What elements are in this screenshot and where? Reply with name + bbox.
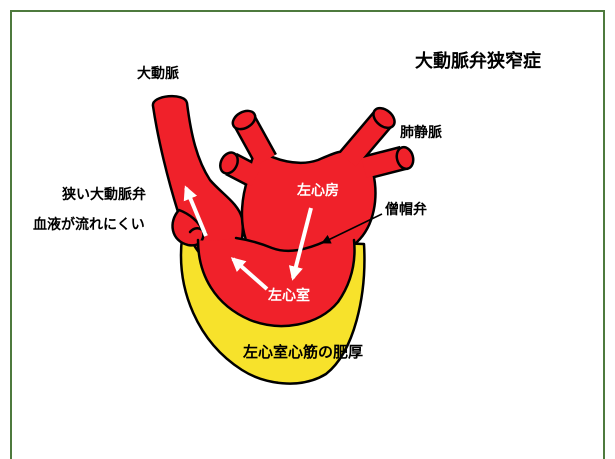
ventricular-hypertrophy-label: 左心室心筋の肥厚 <box>243 345 363 360</box>
narrow-aortic-valve-label: 狭い大動脈弁 <box>62 188 146 202</box>
aorta-label: 大動脈 <box>137 67 179 81</box>
left-ventricle-label: 左心室 <box>268 289 310 303</box>
mitral-valve-label: 僧帽弁 <box>385 203 427 217</box>
diagram-title: 大動脈弁狭窄症 <box>415 53 541 71</box>
pulmonary-veins-label: 肺静脈 <box>400 126 442 140</box>
left-atrium-label: 左心房 <box>297 184 339 198</box>
blood-flow-difficulty-label: 血液が流れにくい <box>33 218 145 232</box>
